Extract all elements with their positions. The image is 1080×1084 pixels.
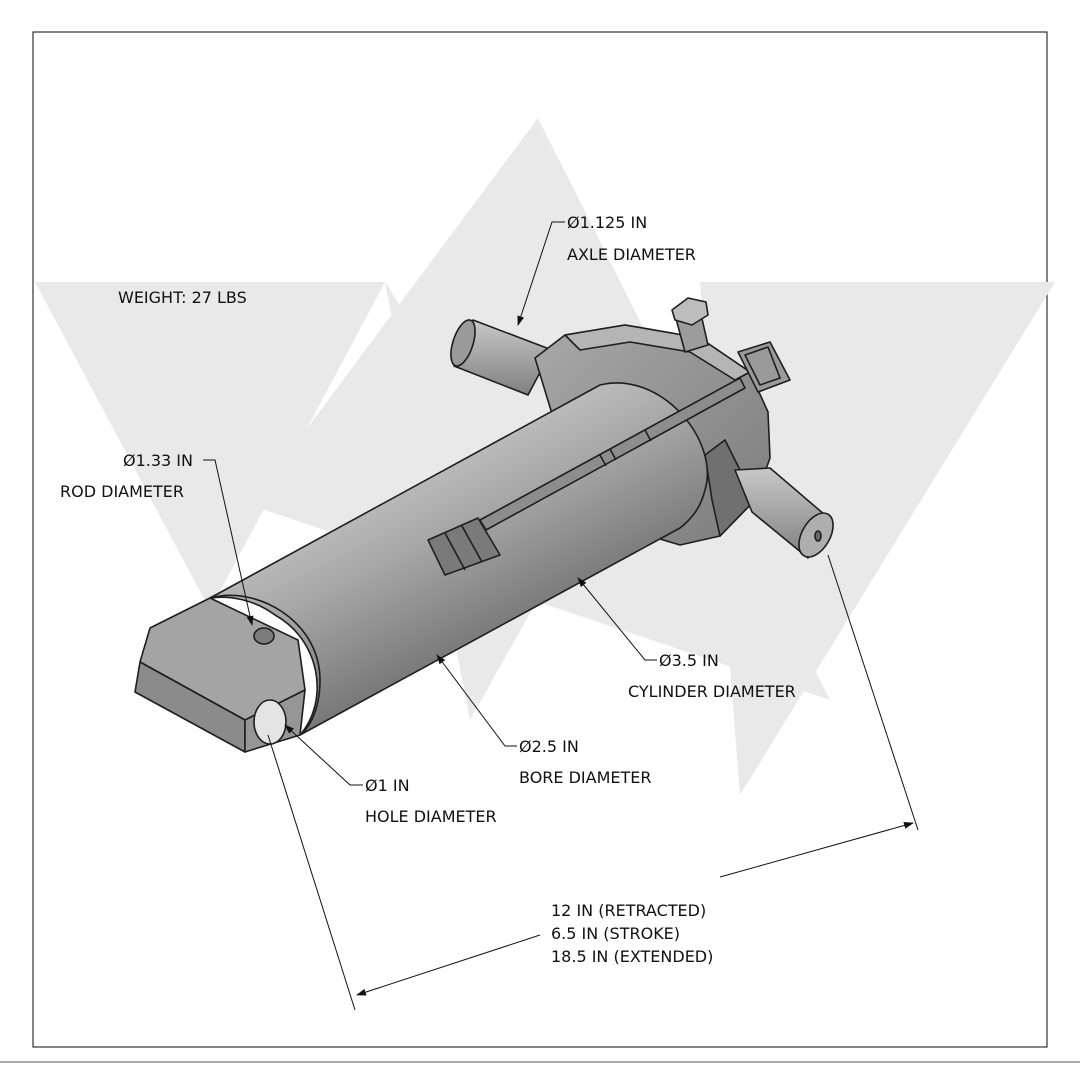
axle-diameter-value: Ø1.125 IN [567,213,647,232]
weight-label: WEIGHT: 27 LBS [118,288,247,307]
cylinder-diameter-label: CYLINDER DIAMETER [628,682,796,701]
axle-diameter-label: AXLE DIAMETER [567,245,696,264]
dimension-line-left [356,934,541,996]
barrel-end-ring [209,594,321,736]
hole-diameter-label: HOLE DIAMETER [365,807,497,826]
position-sensor [427,341,791,576]
bore-diameter-value: Ø2.5 IN [519,737,579,756]
bore-diameter-label: BORE DIAMETER [519,768,652,787]
drawing-frame [32,31,1048,1048]
hole-leader [284,724,363,786]
cylinder-leader [577,577,657,661]
length-stroke: 6.5 IN (STROKE) [551,924,680,943]
hydraulic-cylinder [134,297,834,753]
hex-bolt [671,297,709,353]
axle-leader [517,221,565,326]
rod-diameter-label: ROD DIAMETER [60,482,184,501]
rod-leader [203,459,254,626]
length-retracted: 12 IN (RETRACTED) [551,901,706,920]
rod-end-clevis [134,597,306,753]
rod-diameter-value: Ø1.33 IN [123,451,193,470]
cylinder-diameter-value: Ø3.5 IN [659,651,719,670]
rear-axle-pin [450,319,553,396]
bore-leader [436,654,517,747]
extension-line-right [827,554,919,831]
dimension-line-right [719,822,914,878]
hole-diameter-value: Ø1 IN [365,776,410,795]
length-extended: 18.5 IN (EXTENDED) [551,947,713,966]
front-axle-pin [734,467,834,559]
leader-lines [203,221,919,1011]
extension-line-left [267,734,356,1011]
